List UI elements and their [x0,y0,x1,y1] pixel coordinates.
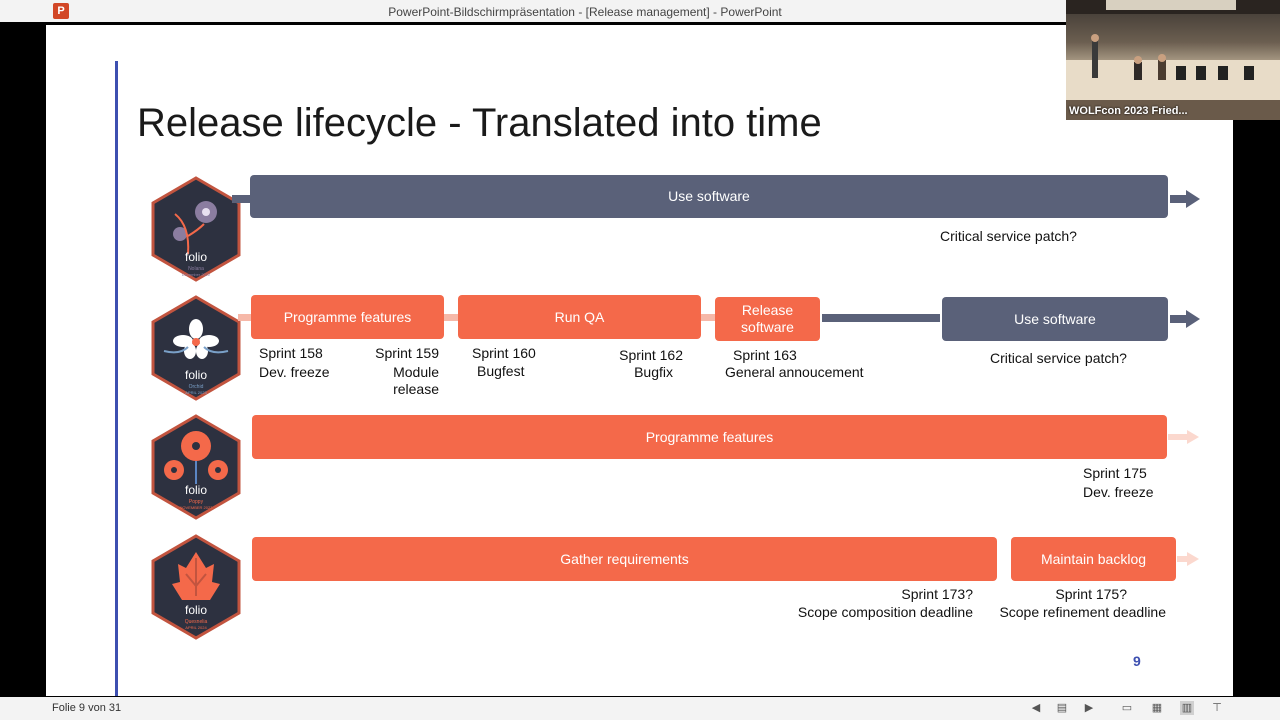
arrow-stem [1170,195,1186,203]
arrow-right-icon [1187,552,1199,566]
sprint-175-note: Sprint 175 [1083,465,1147,481]
slide-counter: Folie 9 von 31 [52,702,122,714]
use-software-bar: Use software [250,175,1168,218]
arrow-right-icon [1186,310,1200,328]
gather-requirements-bar: Gather requirements [252,537,997,581]
slides-overview-icon[interactable]: ▤ [1056,702,1068,714]
scope-composition-note: Scope composition deadline [797,604,973,620]
presentation-letterbox-left [0,22,46,697]
sprint-159-note: Sprint 159 [375,345,439,361]
accent-line [115,61,118,696]
svg-text:APRIL 2023: APRIL 2023 [185,390,207,395]
sprint-160-note: Sprint 160 [472,345,536,361]
window-title: PowerPoint-Bildschirmpräsentation - [Rel… [388,5,782,19]
dev-freeze-note: Dev. freeze [259,364,330,380]
webcam-caption: WOLFcon 2023 Fried... [1069,105,1188,117]
critical-patch-note: Critical service patch? [940,228,1077,244]
orchid-flower-icon [163,319,229,359]
presentation-letterbox-right [1233,22,1280,697]
powerpoint-icon: P [53,3,69,19]
arrow-stem [1168,434,1187,440]
svg-text:Poppy: Poppy [189,499,204,505]
maintain-backlog-bar: Maintain backlog [1011,537,1176,581]
critical-patch-note: Critical service patch? [990,350,1127,366]
use-software-bar: Use software [942,297,1168,341]
connector [701,314,715,321]
next-icon[interactable]: ▶ [1084,702,1094,714]
svg-text:folio: folio [185,250,207,264]
bugfix-note: Bugfix [634,364,673,380]
sprint-162-note: Sprint 162 [619,347,683,363]
svg-text:NOVEMBER 2023: NOVEMBER 2023 [180,505,214,510]
arrow-stem [1170,315,1186,323]
svg-text:December 2022: December 2022 [182,272,211,277]
reading-view-icon[interactable]: ▭ [1121,702,1133,714]
page-number: 9 [1133,653,1141,669]
normal-view-icon[interactable]: ▥ [1180,701,1194,715]
general-announcement-note: General annoucement [725,364,864,380]
connector [444,314,458,321]
release-note: release [393,381,439,397]
svg-text:folio: folio [185,603,207,617]
svg-text:Nolana: Nolana [188,266,204,272]
slide[interactable]: Release lifecycle - Translated into time… [46,25,1233,696]
bugfest-note: Bugfest [477,363,525,379]
connector [238,314,252,321]
sprint-163-note: Sprint 163 [733,347,797,363]
sprint-175-note: Sprint 175? [1055,586,1127,602]
orchid-logo: folio Orchid APRIL 2023 [151,295,241,401]
quesnelia-flower-icon [172,552,220,600]
arrow-right-icon [1187,430,1199,444]
connector [822,314,940,322]
poppy-flower-icon [164,431,228,484]
svg-text:folio: folio [185,368,207,382]
svg-text:folio: folio [185,483,207,497]
arrow-stem [1177,556,1187,562]
title-bar: P PowerPoint-Bildschirmpräsentation - [R… [0,0,1280,22]
dev-freeze-note: Dev. freeze [1083,484,1154,500]
nolana-logo: folio Nolana December 2022 [151,176,241,282]
svg-text:Quesnelia: Quesnelia [185,619,208,625]
module-note: Module [393,364,439,380]
sprint-158-note: Sprint 158 [259,345,323,361]
nolana-flower-icon [173,201,217,255]
webcam-overlay: WOLFcon 2023 Fried... [1066,0,1280,120]
programme-features-bar: Programme features [252,415,1167,459]
sprint-173-note: Sprint 173? [901,586,973,602]
status-bar: Folie 9 von 31 ◀ ▤ ▶ ▭ ▦ ▥ ⊤ [0,697,1280,720]
run-qa-bar: Run QA [458,295,701,339]
programme-features-bar: Programme features [251,295,444,339]
webcam-scene [1066,0,1280,120]
svg-text:APRIL 2024: APRIL 2024 [185,625,207,630]
slide-title: Release lifecycle - Translated into time [137,101,822,145]
svg-text:Orchid: Orchid [189,384,204,390]
arrow-right-icon [1186,190,1200,208]
previous-icon[interactable]: ◀ [1031,702,1041,714]
poppy-logo: folio Poppy NOVEMBER 2023 [151,414,241,520]
slide-sorter-icon[interactable]: ▦ [1151,702,1163,714]
release-software-bar: Release software [715,297,820,341]
quesnelia-logo: folio Quesnelia APRIL 2024 [151,534,241,640]
scope-refinement-note: Scope refinement deadline [999,604,1166,620]
connector [232,195,250,203]
presenter-view-icon[interactable]: ⊤ [1212,702,1222,714]
